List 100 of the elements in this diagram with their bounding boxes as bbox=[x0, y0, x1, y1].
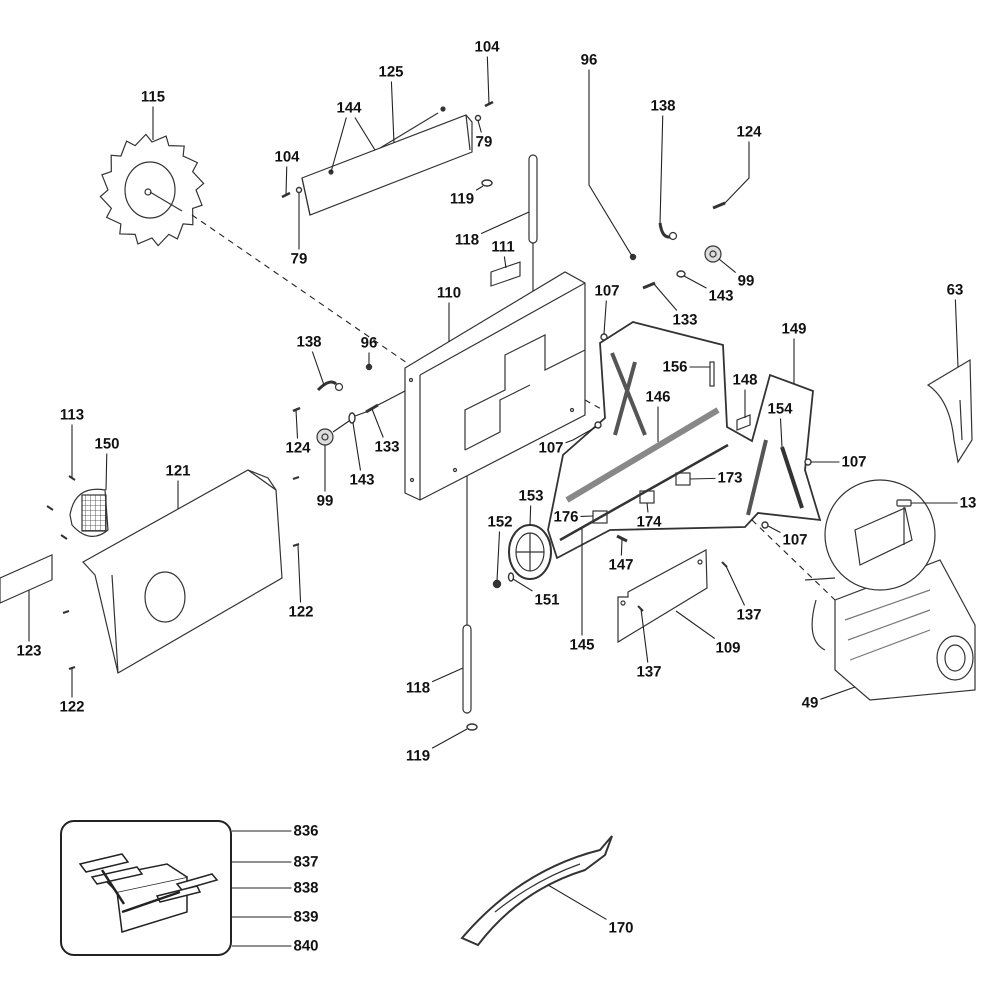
leader-line bbox=[448, 302, 450, 342]
screw-icon bbox=[68, 666, 76, 670]
leader-line bbox=[324, 445, 326, 492]
callout-number: 111 bbox=[491, 240, 515, 254]
callout-number: 152 bbox=[487, 514, 513, 530]
leader-line bbox=[480, 212, 530, 234]
callout-number: 144 bbox=[336, 100, 362, 116]
alignment-line bbox=[378, 390, 406, 406]
leader-line bbox=[724, 142, 750, 204]
leader-line bbox=[646, 502, 649, 513]
callout-number: 99 bbox=[738, 274, 754, 288]
washer-icon bbox=[804, 458, 812, 466]
leader-line bbox=[793, 338, 795, 384]
callout-number: 145 bbox=[569, 638, 595, 652]
leader-line bbox=[768, 526, 781, 533]
rod-drawing bbox=[462, 624, 472, 714]
callout-number: 170 bbox=[608, 920, 634, 936]
callout-number: 104 bbox=[274, 150, 300, 164]
callout-number: 138 bbox=[650, 98, 676, 114]
leader-line bbox=[512, 578, 533, 592]
guard-plate-drawing bbox=[927, 359, 973, 463]
leader-line bbox=[954, 299, 959, 368]
leader-line bbox=[285, 166, 288, 196]
alignment-line bbox=[532, 243, 534, 291]
leader-line bbox=[477, 120, 482, 133]
callout-number: 115 bbox=[140, 90, 166, 104]
leader-line bbox=[71, 424, 73, 478]
washer-icon bbox=[474, 114, 482, 122]
washer-icon bbox=[676, 270, 686, 278]
callout-number: 119 bbox=[406, 748, 430, 764]
callout-number: 837 bbox=[293, 854, 319, 870]
callout-number: 137 bbox=[736, 608, 762, 622]
leader-line bbox=[529, 505, 532, 526]
knob-icon bbox=[316, 428, 334, 446]
leader-line bbox=[177, 480, 179, 509]
washer-icon bbox=[761, 521, 769, 529]
callout-number: 107 bbox=[594, 284, 620, 298]
washer-icon bbox=[348, 412, 356, 424]
callout-number: 121 bbox=[165, 464, 191, 478]
leader-line bbox=[504, 256, 507, 268]
washer-icon bbox=[296, 186, 302, 194]
alignment-line bbox=[752, 520, 836, 600]
callout-number: 153 bbox=[518, 488, 544, 504]
pin-icon bbox=[366, 364, 372, 370]
callout-number: 96 bbox=[580, 52, 598, 68]
key-icon bbox=[896, 499, 912, 507]
callout-number: 113 bbox=[60, 408, 84, 422]
screw-icon bbox=[281, 192, 291, 198]
leader-line bbox=[354, 117, 376, 150]
callout-number: 49 bbox=[802, 696, 818, 710]
alignment-line bbox=[332, 420, 350, 432]
leader-line bbox=[811, 461, 840, 463]
leader-line bbox=[603, 300, 607, 334]
alignment-line bbox=[354, 411, 366, 417]
callout-number: 63 bbox=[946, 282, 964, 298]
saw-blade-drawing bbox=[100, 133, 204, 247]
callout-number: 110 bbox=[436, 286, 462, 300]
callout-number: 138 bbox=[296, 334, 322, 350]
callout-number: 124 bbox=[736, 124, 762, 140]
callout-number: 13 bbox=[960, 496, 976, 510]
callout-number: 143 bbox=[349, 472, 375, 488]
leader-line bbox=[496, 531, 500, 582]
leader-line bbox=[368, 352, 370, 365]
clip-icon bbox=[481, 179, 493, 187]
callout-number: 143 bbox=[708, 288, 734, 304]
leader-line bbox=[640, 608, 648, 663]
pin-icon bbox=[630, 254, 636, 260]
callout-number: 147 bbox=[608, 558, 634, 572]
leader-line bbox=[690, 366, 710, 368]
leader-line bbox=[298, 192, 300, 250]
leader-line bbox=[232, 916, 292, 918]
leader-line bbox=[390, 81, 395, 144]
leader-line bbox=[718, 258, 736, 273]
leader-line bbox=[297, 544, 302, 603]
callout-number: 99 bbox=[316, 494, 334, 508]
callout-number: 133 bbox=[374, 440, 400, 454]
callout-number: 123 bbox=[16, 644, 42, 658]
leader-line bbox=[684, 276, 707, 289]
callout-number: 840 bbox=[293, 938, 319, 954]
nut-icon bbox=[675, 472, 691, 486]
leader-line bbox=[548, 884, 607, 920]
washer-icon bbox=[508, 572, 514, 582]
callout-number: 839 bbox=[293, 910, 319, 924]
leader-line bbox=[780, 418, 783, 448]
leader-line bbox=[371, 408, 384, 438]
callout-number: 109 bbox=[715, 640, 741, 656]
leader-line bbox=[659, 115, 664, 224]
leader-line bbox=[432, 728, 468, 749]
rod-drawing bbox=[528, 154, 538, 244]
callout-number: 173 bbox=[717, 470, 743, 486]
screw-icon bbox=[721, 561, 728, 568]
leader-line bbox=[486, 56, 490, 104]
leader-line bbox=[565, 426, 596, 444]
leader-line bbox=[657, 406, 659, 442]
screw-icon bbox=[68, 475, 76, 481]
toolbox-picture bbox=[60, 820, 232, 956]
leader-line bbox=[476, 186, 484, 191]
leader-line bbox=[71, 668, 73, 698]
leader-line bbox=[330, 117, 347, 172]
leader-line bbox=[152, 106, 154, 140]
